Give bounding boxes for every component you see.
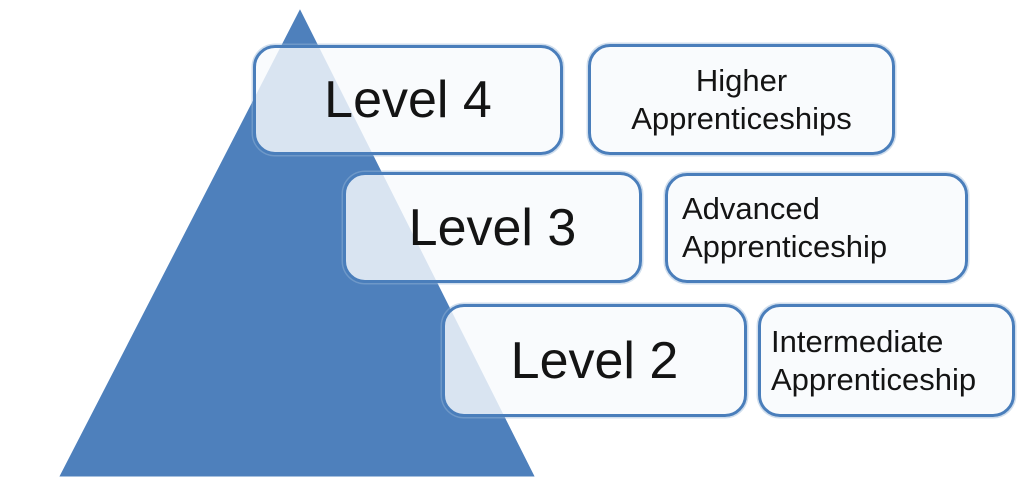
- intermediate-apprenticeship-box: Intermediate Apprenticeship: [758, 304, 1015, 417]
- level-4-label: Level 4: [324, 71, 492, 129]
- level-4-box: Level 4: [253, 45, 563, 155]
- level-2-label: Level 2: [510, 331, 679, 390]
- intermediate-apprenticeship-label-line1: Intermediate: [771, 323, 944, 359]
- advanced-apprenticeship-label-line1: Advanced: [682, 191, 820, 226]
- higher-apprenticeships-label-line1: Higher: [695, 62, 788, 98]
- intermediate-apprenticeship-label-line2: Apprenticeship: [771, 361, 977, 397]
- advanced-apprenticeship-box: Advanced Apprenticeship: [665, 173, 968, 283]
- higher-apprenticeships-box: Higher Apprenticeships: [588, 44, 895, 155]
- level-3-box: Level 3: [343, 172, 642, 283]
- level-2-box: Level 2: [442, 304, 747, 417]
- level-3-label: Level 3: [408, 198, 577, 257]
- advanced-apprenticeship-label-line2: Apprenticeship: [682, 229, 888, 264]
- higher-apprenticeships-label-line2: Apprenticeships: [631, 100, 852, 136]
